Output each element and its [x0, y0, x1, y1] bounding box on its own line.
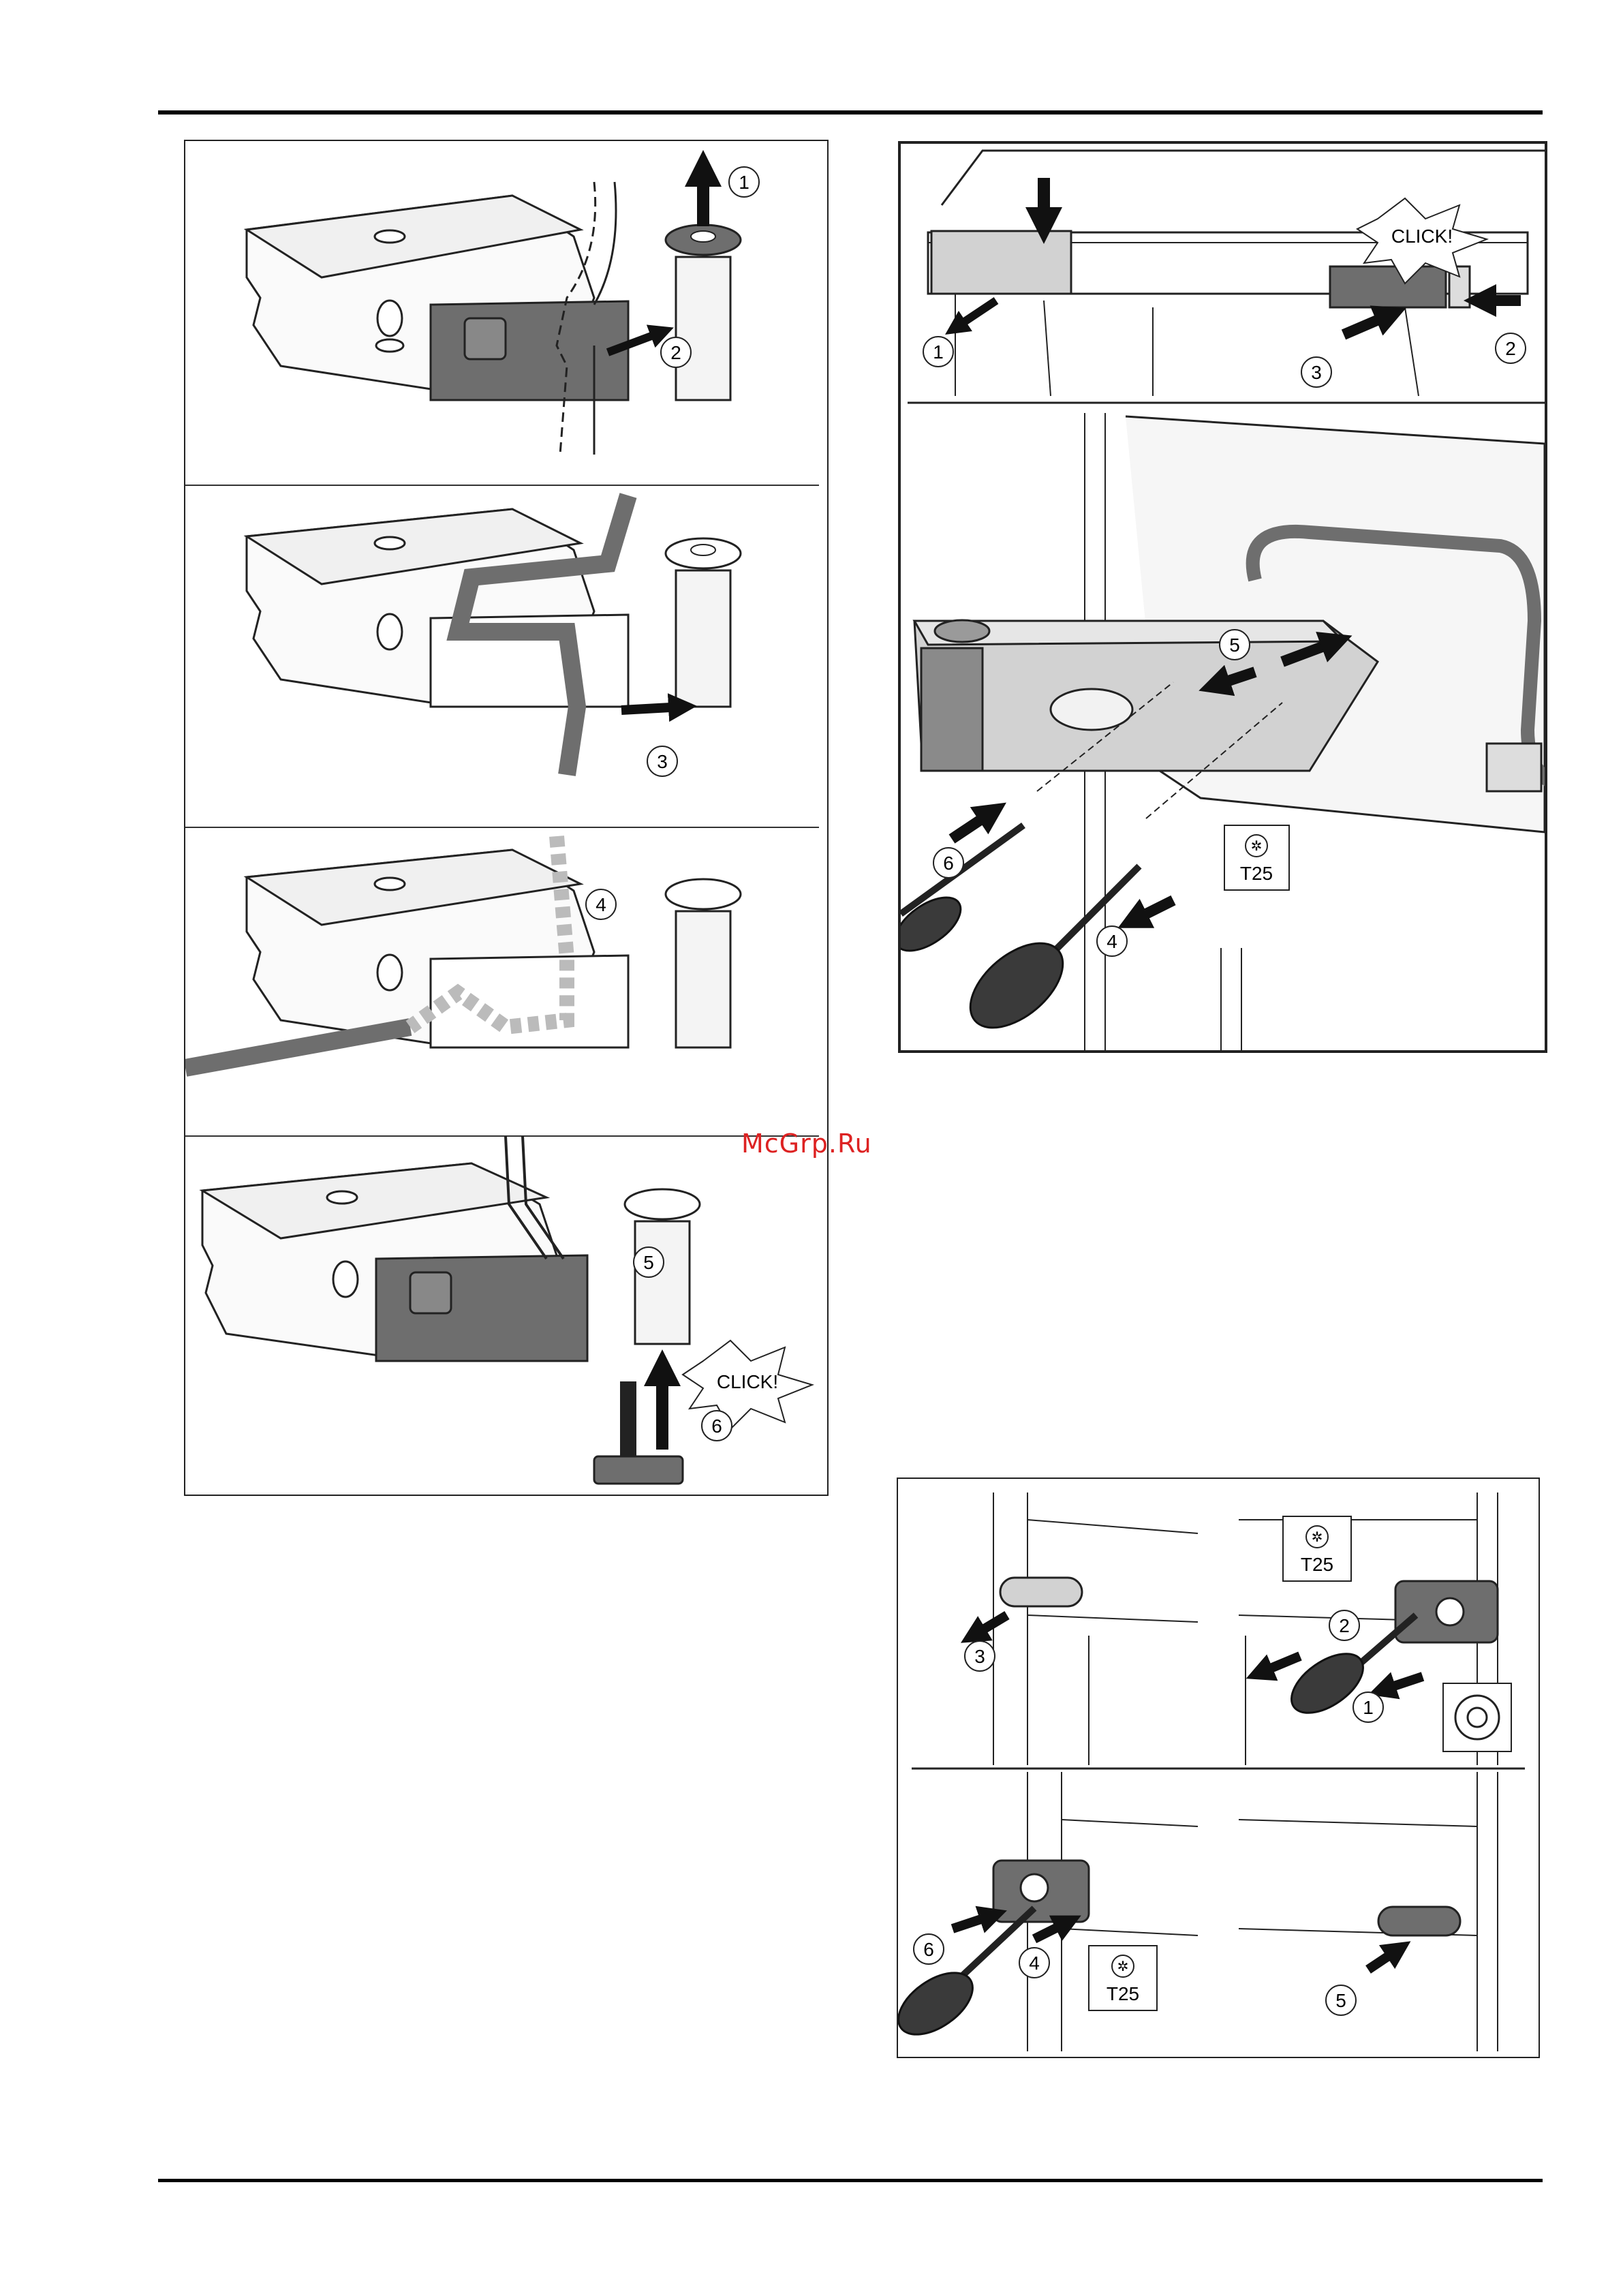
lower-hinge-install-scene: ✲ T25	[898, 1772, 1498, 2051]
hinge-panel-3	[185, 836, 741, 1068]
mount-step-6: 6	[943, 853, 954, 874]
hinge-panel-2	[247, 495, 741, 775]
figure-lower-hinge-steps: ✲ T25 1 2 3 ✲ T25	[897, 1478, 1540, 2058]
panel2-step-3: 3	[657, 751, 668, 772]
panel1-step-2: 2	[670, 342, 681, 363]
svg-text:✲: ✲	[1251, 839, 1263, 854]
remove-tool-label: T25	[1301, 1554, 1333, 1575]
lower-hinge-remove-scene: ✲ T25	[973, 1493, 1511, 1765]
install-step-4: 4	[1029, 1953, 1040, 1974]
panel4-step-5: 5	[643, 1252, 654, 1273]
watermark: McGrp.Ru	[741, 1129, 891, 1163]
panel4-step-6: 6	[711, 1415, 722, 1437]
footer-rule	[158, 2179, 1543, 2182]
hinge-mount-scene: ✲ T25	[901, 413, 1545, 1050]
svg-text:✲: ✲	[1312, 1530, 1323, 1545]
mount-tool-label: T25	[1240, 863, 1273, 884]
trim-step-3: 3	[1311, 362, 1322, 383]
figure-hinge-cable-steps: 1 2 3	[184, 140, 829, 1496]
mount-step-5: 5	[1229, 634, 1240, 656]
svg-text:✲: ✲	[1117, 1959, 1129, 1974]
hinge-panel-1	[247, 168, 741, 455]
remove-step-2: 2	[1339, 1615, 1350, 1636]
remove-step-3: 3	[974, 1646, 985, 1667]
header-rule	[158, 110, 1543, 114]
install-step-6: 6	[923, 1939, 934, 1960]
trim-click-label: CLICK!	[1391, 226, 1453, 247]
panel4-click-label: CLICK!	[717, 1371, 778, 1392]
trim-step-2: 2	[1505, 338, 1516, 359]
panel3-step-4: 4	[596, 894, 606, 915]
panel1-step-1: 1	[739, 172, 749, 193]
trim-step-1: 1	[933, 341, 944, 363]
top-trim-scene: CLICK!	[928, 151, 1545, 396]
install-step-5: 5	[1335, 1990, 1346, 2011]
install-tool-label: T25	[1107, 1983, 1139, 2004]
figure-cover-and-hinge-mount: CLICK! 1 2 3	[898, 141, 1547, 1053]
mount-step-4: 4	[1107, 931, 1117, 952]
remove-step-1: 1	[1363, 1697, 1374, 1718]
